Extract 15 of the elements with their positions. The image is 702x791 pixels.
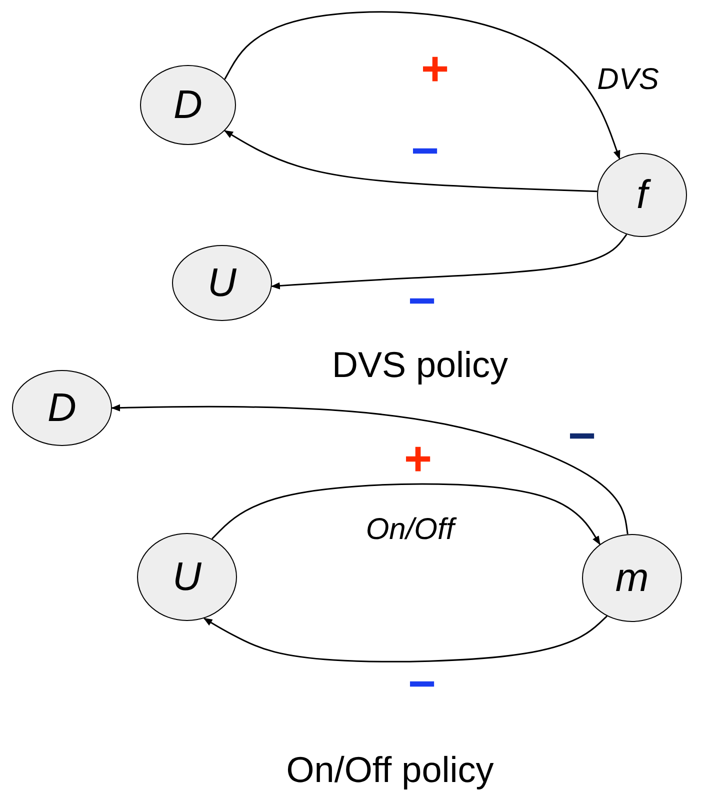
policy-name: DVS	[597, 63, 659, 97]
caption: DVS policy	[332, 344, 508, 386]
arrow	[270, 234, 628, 290]
node-label: U	[208, 260, 236, 306]
caption: On/Off policy	[286, 749, 494, 791]
arrow	[203, 616, 608, 662]
arrow	[211, 483, 600, 546]
arrow	[111, 404, 628, 534]
arrow	[224, 11, 620, 160]
policy-name: On/Off	[366, 513, 454, 547]
node-label: U	[172, 554, 202, 600]
node-label: m	[615, 556, 649, 600]
node-label: D	[48, 386, 76, 430]
arrow	[224, 130, 598, 192]
node-label: D	[174, 82, 202, 128]
